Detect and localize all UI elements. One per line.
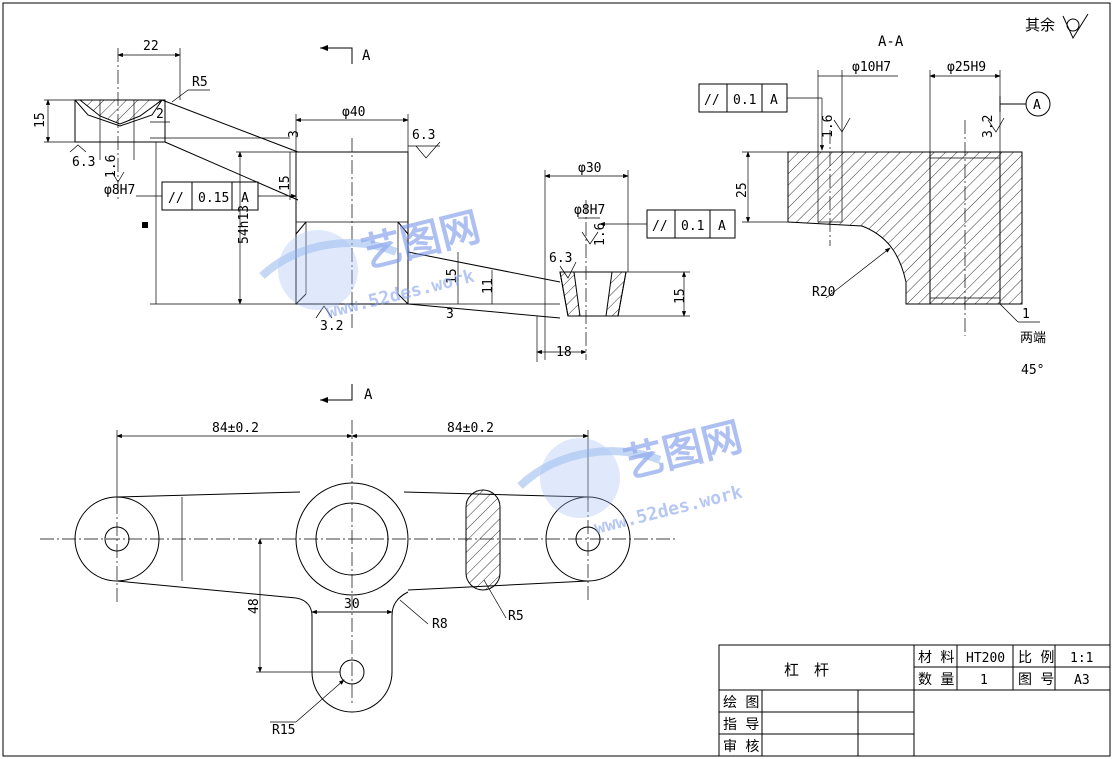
svg-text:15: 15 [33, 112, 48, 128]
svg-text:11: 11 [481, 278, 496, 294]
svg-text:1.6: 1.6 [593, 223, 608, 246]
section-arrow-top: A [320, 45, 371, 64]
svg-text:A: A [364, 387, 373, 403]
watermark-globe-icon-2 [517, 438, 662, 518]
general-roughness-note: 其余 [1025, 13, 1089, 40]
svg-text:φ8H7: φ8H7 [104, 183, 135, 198]
watermark-brand-2: 艺图网 [619, 414, 747, 488]
svg-text:48: 48 [247, 598, 262, 614]
svg-text:3.2: 3.2 [320, 319, 343, 334]
svg-text:审 核: 审 核 [723, 739, 759, 755]
svg-text:3.2: 3.2 [981, 115, 996, 138]
svg-text:1.6: 1.6 [821, 115, 836, 138]
svg-text:图 号: 图 号 [1018, 672, 1054, 688]
svg-text:2: 2 [156, 107, 164, 122]
svg-text:84±0.2: 84±0.2 [447, 421, 494, 436]
svg-text:绘 图: 绘 图 [723, 695, 759, 711]
svg-text:R8: R8 [432, 617, 448, 632]
svg-text:15: 15 [445, 268, 460, 284]
svg-text:6.3: 6.3 [412, 128, 435, 143]
main-boss-side-view: φ40 3 6.3 15 54h13 3.2 15 11 3 [150, 105, 561, 334]
svg-text:A: A [241, 191, 249, 206]
watermark-globe-icon [259, 230, 398, 310]
svg-text:φ30: φ30 [578, 161, 601, 176]
svg-text:3: 3 [446, 307, 454, 322]
svg-text:R20: R20 [812, 285, 835, 300]
svg-text:φ10H7: φ10H7 [852, 60, 891, 75]
section-arrow-bottom: A [320, 384, 373, 403]
svg-text:A: A [770, 93, 778, 108]
svg-text:φ25H9: φ25H9 [947, 60, 986, 75]
svg-text:数 量: 数 量 [918, 672, 954, 688]
roughness-note-text: 其余 [1025, 16, 1055, 34]
svg-text:6.3: 6.3 [72, 155, 95, 170]
svg-text:1: 1 [980, 673, 988, 688]
svg-text:15: 15 [673, 288, 688, 304]
svg-text:R5: R5 [508, 609, 524, 624]
svg-text:R5: R5 [192, 75, 208, 90]
svg-text:0.1: 0.1 [681, 219, 704, 234]
svg-text:指 导: 指 导 [723, 717, 759, 733]
plan-view: 84±0.2 84±0.2 48 30 R8 R5 R15 [40, 420, 678, 738]
svg-text:φ8H7: φ8H7 [574, 203, 605, 218]
tolerance-frame-left: // 0.15 A [136, 181, 297, 228]
svg-text://: // [652, 219, 668, 234]
svg-text:R15: R15 [272, 723, 295, 738]
svg-text:A: A [1033, 98, 1041, 113]
svg-text:6.3: 6.3 [549, 251, 572, 266]
svg-text:15: 15 [278, 175, 293, 191]
svg-text:1.6: 1.6 [104, 155, 119, 178]
svg-text:1:1: 1:1 [1070, 651, 1093, 666]
svg-text://: // [168, 191, 184, 206]
svg-text:φ40: φ40 [342, 105, 365, 120]
section-view-a-a: A-A φ10H7 φ25H9 1.6 3.2 A [735, 34, 1051, 378]
svg-text:30: 30 [344, 597, 360, 612]
svg-text:84±0.2: 84±0.2 [212, 421, 259, 436]
left-boss-view: 22 R5 15 2 6.3 1.6 φ8H7 [33, 39, 299, 201]
svg-text:25: 25 [735, 182, 750, 198]
watermark-lower: 艺图网 www.52des.work [517, 414, 747, 539]
svg-text:1: 1 [1022, 307, 1030, 322]
svg-text:54h13: 54h13 [237, 205, 252, 244]
title-block: 杠 杆 材 料 HT200 比 例 1:1 数 量 1 图 号 A3 绘 图 指… [718, 644, 1111, 757]
part-name: 杠 杆 [784, 661, 829, 679]
svg-text:45°: 45° [1021, 363, 1044, 378]
svg-text:HT200: HT200 [966, 651, 1005, 666]
svg-text:A3: A3 [1074, 673, 1090, 688]
svg-text:两端: 两端 [1020, 331, 1046, 346]
tolerance-frame-mid: // 0.1 A [599, 209, 736, 239]
svg-text:A: A [718, 219, 726, 234]
section-title: A-A [878, 34, 904, 50]
svg-text:18: 18 [556, 345, 572, 360]
svg-text:3: 3 [287, 130, 302, 138]
right-boss-side-view: φ30 φ8H7 1.6 6.3 15 18 [536, 161, 690, 362]
svg-text:材 料: 材 料 [918, 650, 954, 666]
svg-text:0.15: 0.15 [198, 191, 229, 206]
tolerance-frame-section: // 0.1 A [698, 83, 825, 151]
svg-text:0.1: 0.1 [733, 93, 756, 108]
svg-text:比 例: 比 例 [1018, 650, 1054, 666]
svg-text:22: 22 [143, 39, 159, 54]
svg-text://: // [704, 93, 720, 108]
svg-text:A: A [362, 48, 371, 64]
